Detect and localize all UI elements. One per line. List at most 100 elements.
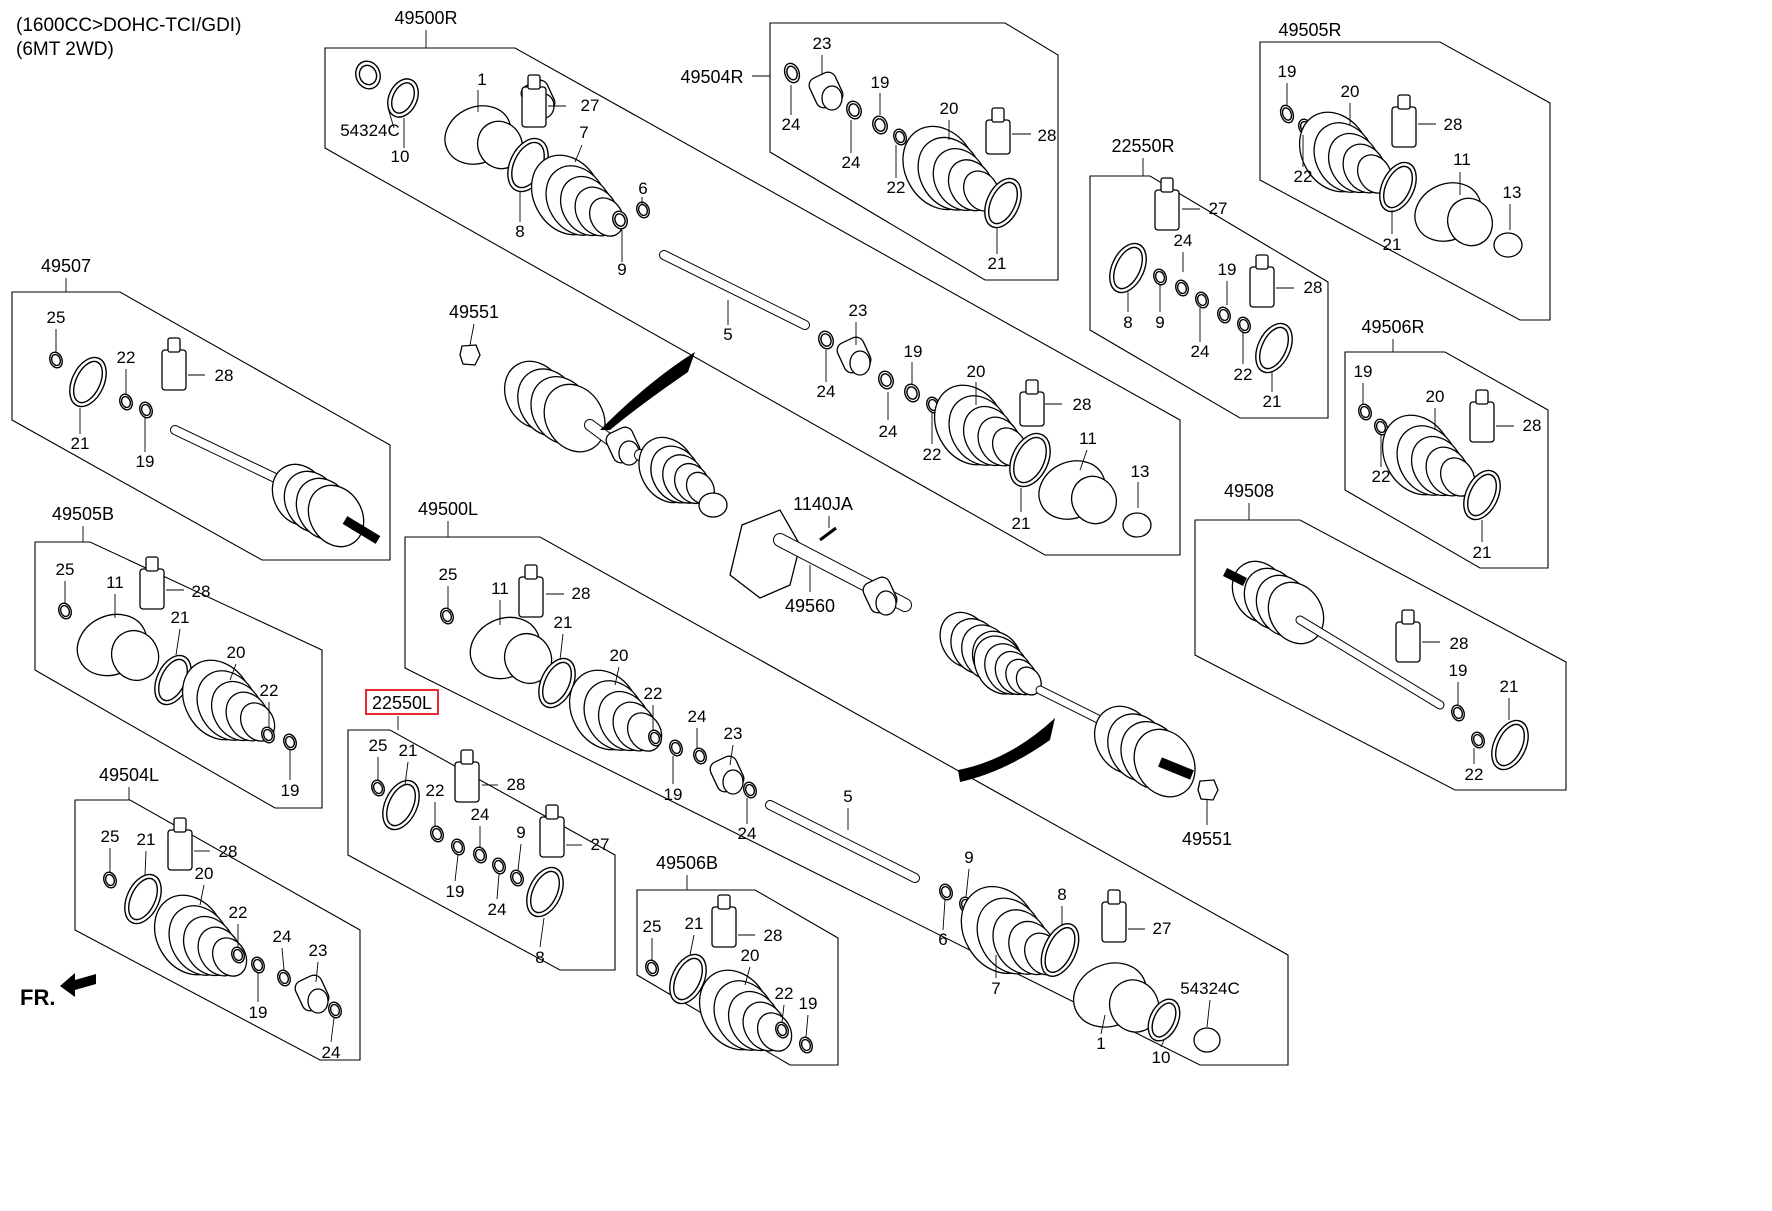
part-number-label: 24 [322, 1043, 341, 1062]
snap-ring-part [139, 401, 153, 419]
leader-line [614, 666, 620, 686]
dust-cover-part [1122, 512, 1152, 538]
snap-ring-part [277, 969, 291, 987]
cv-boot-part [973, 635, 1042, 696]
engine-spec-label: (1600CC>DOHC-TCI/GDI) [16, 15, 241, 36]
part-number-label: 21 [1383, 235, 1402, 254]
group-label-49500R: 49500R [394, 8, 457, 28]
spline-stub-part [1222, 567, 1248, 587]
leader-line [281, 947, 285, 971]
panel-22550L [347, 729, 616, 971]
bearing-part [294, 974, 330, 1014]
part-number-label: 28 [1073, 395, 1092, 414]
part-number-label: 24 [1174, 231, 1193, 250]
leader-line [965, 868, 970, 898]
group-label-49551-top: 49551 [449, 302, 499, 322]
part-number-label: 20 [227, 643, 246, 662]
snap-ring-part [1451, 704, 1465, 722]
part-number-label: 24 [817, 382, 836, 401]
part-number-label: 28 [764, 926, 783, 945]
grease-tube-part [1101, 889, 1127, 943]
leader-line [689, 934, 695, 956]
part-number-label: 8 [1123, 313, 1132, 332]
part-number-label: 22 [1294, 167, 1313, 186]
leader-line [175, 628, 181, 656]
snap-ring-part [878, 370, 894, 390]
part-number-label: 9 [516, 823, 525, 842]
cv-boot-part [568, 669, 663, 752]
part-number-label: 27 [581, 96, 600, 115]
panel-49506B [636, 889, 839, 1066]
snap-ring-part [1358, 403, 1372, 421]
front-direction-label: FR. [20, 985, 55, 1010]
snap-ring-part [1175, 279, 1189, 297]
grease-tube-part [454, 749, 480, 803]
boot-band-part [387, 78, 419, 118]
boot-band-part [69, 356, 107, 408]
grease-tube-part [167, 817, 193, 871]
part-number-label: 7 [579, 123, 588, 142]
part-number-label: 1 [1096, 1034, 1105, 1053]
boot-band-part [1491, 719, 1529, 771]
part-number-label: 19 [446, 882, 465, 901]
grease-tube-part [539, 804, 565, 858]
bearing-part [808, 71, 844, 111]
part-number-label: 20 [195, 864, 214, 883]
part-number-label: 21 [988, 254, 1007, 273]
part-number-label: 54324C [340, 121, 400, 140]
highlight-box-22550L[interactable] [365, 689, 439, 715]
part-number-label: 19 [871, 73, 890, 92]
snap-ring-part [775, 1021, 789, 1039]
hub-cv-assembly-part [271, 463, 365, 548]
snap-ring-part [1153, 268, 1167, 286]
hub-cv-assembly-part [1093, 705, 1196, 798]
snap-ring-part [743, 781, 757, 799]
panel-49504L [74, 799, 361, 1061]
cv-boot-part [181, 659, 276, 742]
part-number-label: 19 [1278, 62, 1297, 81]
part-number-label: 24 [688, 707, 707, 726]
part-number-label: 22 [117, 348, 136, 367]
leader-line [942, 899, 946, 931]
leader-line [1079, 449, 1088, 471]
part-number-label: 22 [923, 445, 942, 464]
leader-line [805, 1014, 809, 1038]
part-number-label: 20 [610, 646, 629, 665]
leader-line [229, 663, 237, 681]
part-number-label: 8 [1057, 885, 1066, 904]
snap-ring-part [473, 846, 487, 864]
part-number-label: 22 [1372, 467, 1391, 486]
panel-49508 [1194, 519, 1567, 791]
snap-ring-part [283, 733, 297, 751]
snap-ring-part [648, 729, 662, 747]
snap-ring-part [893, 128, 907, 146]
snap-ring-part [636, 201, 650, 219]
cv-boot-part [638, 436, 715, 505]
leader-line [1206, 999, 1211, 1028]
part-number-label: 21 [171, 608, 190, 627]
part-number-label: 28 [215, 366, 234, 385]
boot-band-part [1009, 432, 1051, 488]
part-number-label: 21 [399, 741, 418, 760]
cv-joint-housing-part [469, 616, 553, 684]
boot-band-part [1109, 242, 1147, 294]
part-number-label: 19 [1218, 260, 1237, 279]
part-number-label: 22 [260, 681, 279, 700]
part-number-label: 27 [591, 835, 610, 854]
snap-ring-part [49, 351, 63, 369]
part-number-label: 19 [664, 785, 683, 804]
leader-line [454, 854, 459, 882]
leader-line [539, 917, 545, 948]
part-number-label: 19 [1449, 661, 1468, 680]
leader-line [144, 850, 147, 876]
part-number-label: 25 [369, 736, 388, 755]
part-number-label: 11 [106, 573, 124, 592]
joint-end-part [698, 492, 728, 518]
panel-49506R [1344, 351, 1549, 569]
dust-cover-part [1493, 232, 1523, 258]
panel-49500R [324, 47, 1181, 556]
part-number-label: 9 [1155, 313, 1164, 332]
panel-49505R [1259, 41, 1551, 321]
part-number-label: 21 [1473, 543, 1492, 562]
